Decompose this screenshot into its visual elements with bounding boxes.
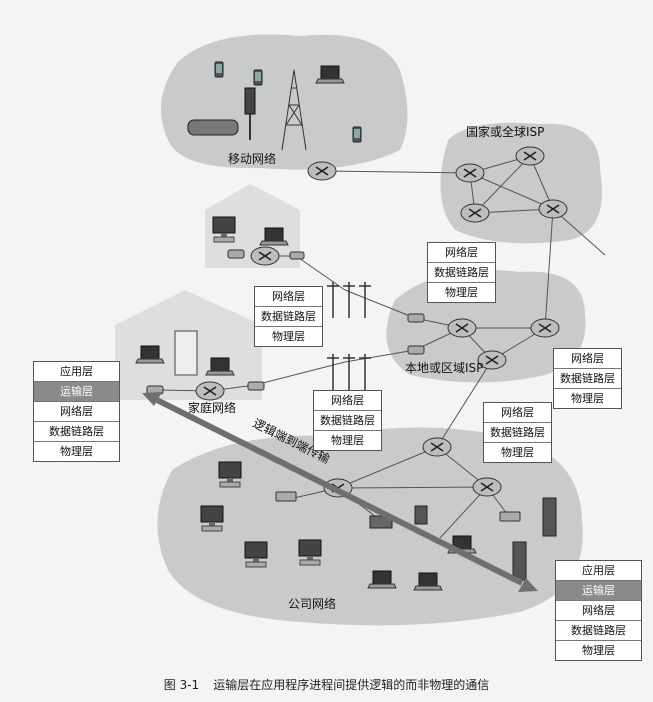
desktop-icon [298,539,322,566]
mobile-network-cloud [160,34,408,170]
caption-text: 运输层在应用程序进程间提供逻辑的而非物理的通信 [213,678,490,692]
figure-number: 图 3-1 [163,678,200,692]
layer-application: 应用层 [582,564,615,577]
layer-physical: 物理层 [34,441,119,461]
label-enterprise-network: 公司网络 [288,596,336,611]
desktop-icon [200,505,224,532]
layer-network: 网络层 [556,600,641,620]
layer-network: 网络层 [331,394,364,407]
tablet-icon [414,505,428,525]
layer-physical: 物理层 [554,388,621,408]
router-home-upper [250,246,280,266]
router-national-4 [538,199,568,219]
router-local-1 [447,318,477,338]
phone-icon [214,61,224,78]
layer-link: 数据链路层 [556,620,641,640]
logical-e2e-arrow [142,392,538,592]
layer-transport: 运输层 [556,580,641,600]
modems [146,249,521,522]
label-national-isp: 国家或全球ISP [466,124,544,139]
router-enterprise-3 [472,477,502,497]
layer-link: 数据链路层 [34,421,119,441]
stack-router-home-lower: 网络层 数据链路层 物理层 [313,390,382,451]
layer-link: 数据链路层 [428,262,495,282]
phone-icon [352,126,362,143]
server-icon [542,497,557,537]
server-icon [512,541,527,581]
stack-end-right: 应用层 运输层 网络层 数据链路层 物理层 [555,560,642,661]
traffic-light-icon [244,87,256,140]
router-national-1 [455,163,485,183]
phone-icon [253,69,263,86]
layer-physical: 物理层 [255,326,322,346]
layer-network: 网络层 [501,406,534,419]
layer-transport: 运输层 [34,381,119,401]
stack-router-mid-right: 网络层 数据链路层 物理层 [483,402,552,463]
layer-network: 网络层 [571,352,604,365]
label-local-isp: 本地或区域ISP [405,361,483,375]
router-mobile [307,161,337,181]
layer-physical: 物理层 [428,282,495,302]
home-house-upper [205,184,300,268]
router-national-2 [515,146,545,166]
layer-application: 应用层 [60,365,93,378]
layer-link: 数据链路层 [554,368,621,388]
car-icon [187,119,239,136]
printer-icon [369,515,393,529]
layer-link: 数据链路层 [484,422,551,442]
layer-link: 数据链路层 [255,306,322,326]
national-isp-cloud [440,122,602,244]
layer-link: 数据链路层 [314,410,381,430]
pole-4 [326,353,340,391]
layer-physical: 物理层 [556,640,641,660]
stack-router-isp: 网络层 数据链路层 物理层 [427,242,496,303]
layer-physical: 物理层 [484,442,551,462]
router-enterprise-1 [422,437,452,457]
desktop-icon [212,216,236,243]
label-mobile-network: 移动网络 [228,151,276,166]
refrigerator-icon [174,330,198,376]
stack-router-right: 网络层 数据链路层 物理层 [553,348,622,409]
layer-network: 网络层 [445,246,478,259]
layer-network: 网络层 [272,290,305,303]
stack-end-left: 应用层 运输层 网络层 数据链路层 物理层 [33,361,120,462]
pole-1 [326,281,340,319]
figure-caption: 图 3-1 运输层在应用程序进程间提供逻辑的而非物理的通信 [0,676,653,693]
layer-network: 网络层 [34,401,119,421]
desktop-icon [218,461,242,488]
desktop-icon [244,541,268,568]
cell-tower [281,69,307,151]
pole-2 [342,281,356,319]
router-home-lower [195,381,225,401]
pole-5 [342,353,356,391]
layer-physical: 物理层 [314,430,381,450]
label-home-network: 家庭网络 [188,400,236,415]
router-local-2 [530,318,560,338]
router-national-3 [460,203,490,223]
stack-router-home-upper: 网络层 数据链路层 物理层 [254,286,323,347]
